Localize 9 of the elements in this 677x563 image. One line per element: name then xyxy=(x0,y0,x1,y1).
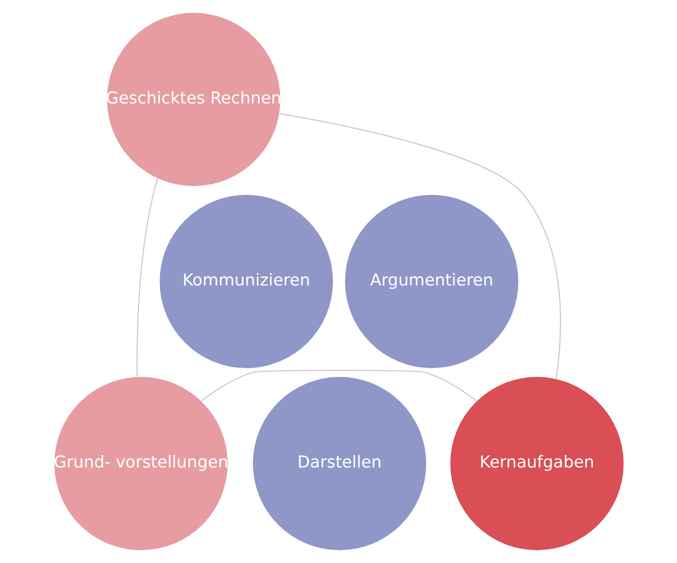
node-circle: Argumentieren xyxy=(344,194,518,368)
connector xyxy=(278,113,561,379)
node-circle: Grund- vorstellungen xyxy=(54,376,228,550)
node-circle: Kommunizieren xyxy=(159,194,332,368)
node-circle: Geschicktes Rechnen xyxy=(106,12,280,186)
node-circle: Darstellen xyxy=(252,376,426,550)
node-circle: Kernaufgaben xyxy=(450,376,624,550)
connector xyxy=(136,178,158,377)
connector xyxy=(200,370,476,402)
